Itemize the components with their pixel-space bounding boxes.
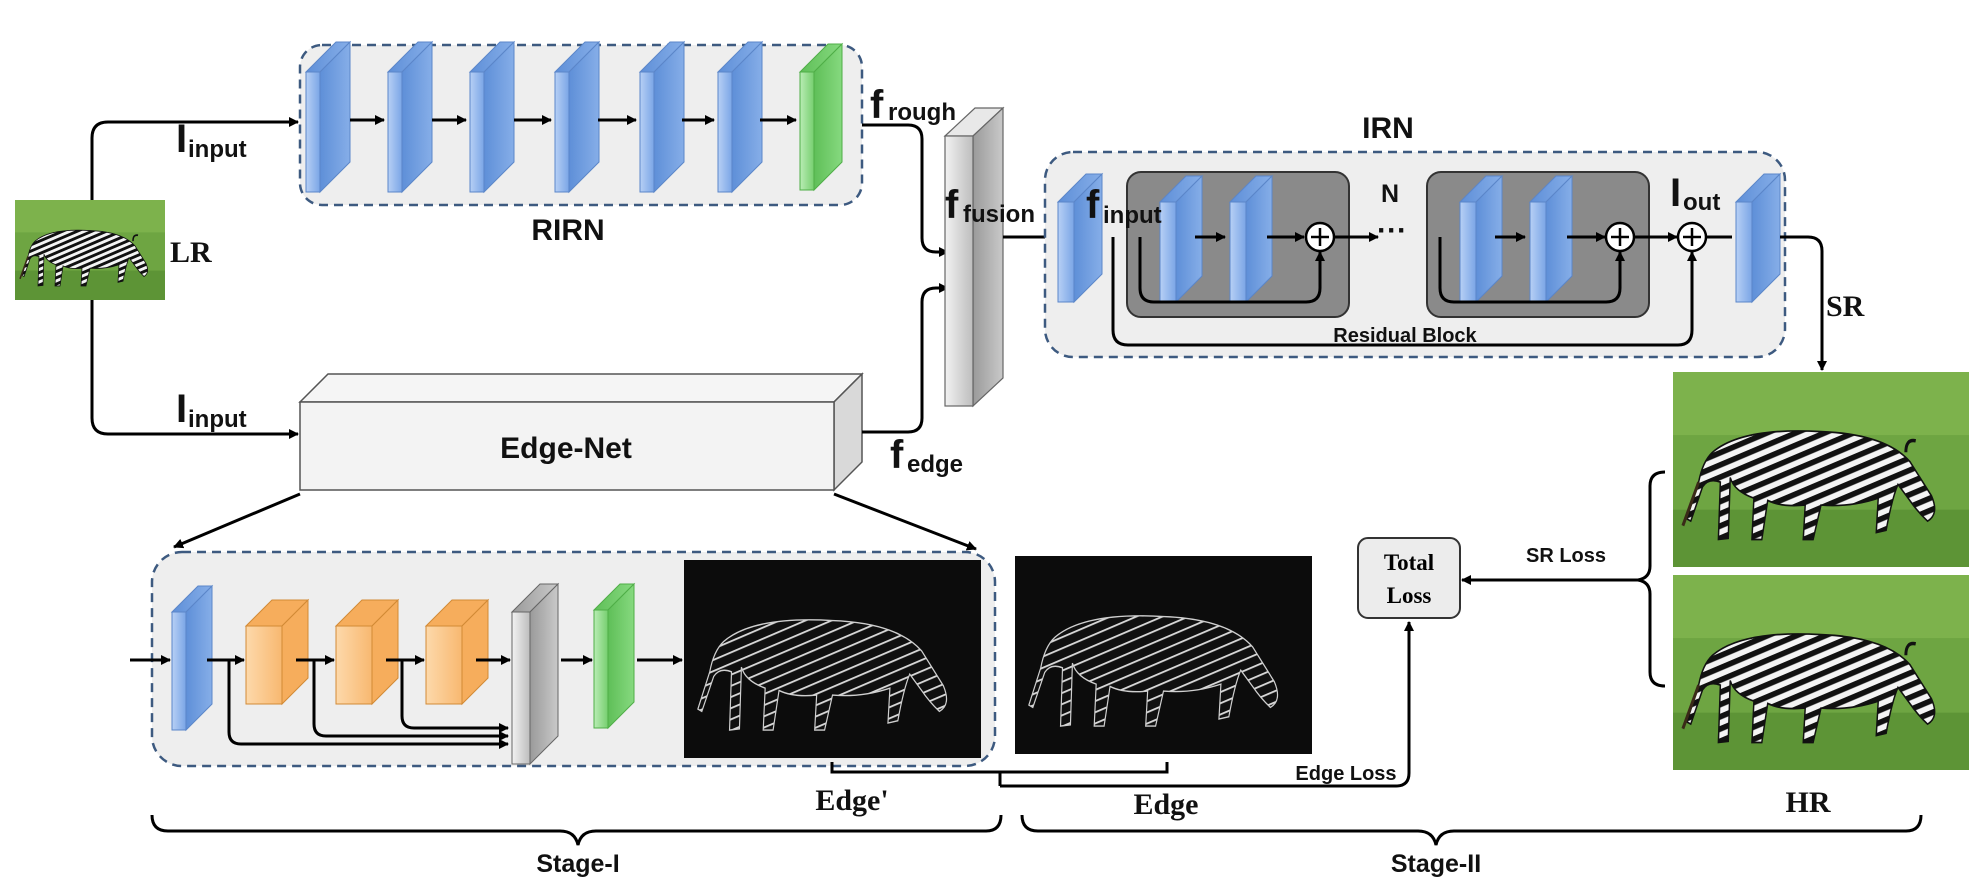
circle-plus-icon — [1604, 221, 1636, 253]
edge-output-conv-block — [592, 582, 636, 730]
f-edge-sub: edge — [907, 451, 963, 478]
hr-image — [1673, 575, 1969, 770]
edge-prime-map — [684, 560, 981, 758]
ellipsis-label: ··· — [1377, 214, 1407, 247]
rirn-conv-block — [468, 40, 516, 194]
edge-dense-block — [244, 598, 310, 706]
f-input-label: f input — [1086, 183, 1162, 229]
rough-to-fusion-arrow — [862, 123, 949, 257]
edge-to-fusion-arrow — [862, 283, 949, 434]
irn-blocks — [1056, 172, 1782, 304]
edge-concat-block — [510, 582, 560, 766]
irn-output-conv-block — [1734, 172, 1782, 304]
rirn-conv-block — [716, 40, 764, 194]
sr-output-arrow — [1780, 235, 1827, 371]
i-out-main: I — [1670, 171, 1681, 215]
circle-plus-icon — [1676, 221, 1708, 253]
irn-conv-block — [1528, 174, 1574, 304]
i-input-bottom-label: I input — [176, 387, 247, 433]
sr-hr-bracket — [1637, 470, 1666, 688]
f-input-sub: input — [1103, 202, 1162, 229]
edge-dense-block — [334, 598, 400, 706]
edgenet-expand-right — [833, 492, 977, 551]
rirn-conv-block — [638, 40, 686, 194]
irn-conv-block — [1228, 174, 1274, 304]
edge-net-block: Edge-Net — [298, 372, 864, 492]
stage-2-brace — [1020, 814, 1923, 846]
total-loss-box: Total Loss — [1357, 537, 1461, 619]
n-label: N — [1381, 180, 1399, 208]
fusion-block — [943, 106, 1005, 408]
f-edge-main: f — [890, 433, 904, 477]
i-input-bottom-main: I — [176, 387, 187, 431]
edge-loss-bracket — [830, 762, 1169, 786]
total-loss-line2: Loss — [1387, 583, 1432, 608]
input-arrow-top — [90, 117, 299, 200]
i-input-bottom-sub: input — [188, 406, 247, 433]
hr-label: HR — [1786, 786, 1831, 819]
rirn-label: RIRN — [531, 214, 604, 247]
irn-connections — [1111, 232, 1732, 347]
irn-conv-block — [1158, 174, 1204, 304]
i-input-top-sub: input — [188, 136, 247, 163]
edge-net-connections — [130, 655, 683, 749]
edgenet-expand-left — [173, 492, 301, 549]
i-out-sub: out — [1683, 189, 1720, 216]
irn-input-conv-block — [1056, 172, 1104, 304]
lr-label: LR — [170, 236, 212, 269]
i-input-top-main: I — [176, 117, 187, 161]
f-edge-label: f edge — [890, 433, 963, 478]
rirn-blocks — [304, 40, 844, 194]
f-rough-main: f — [870, 83, 884, 127]
irn-label: IRN — [1362, 112, 1414, 145]
edge-net-label: Edge-Net — [500, 432, 632, 465]
rirn-conv-block — [304, 40, 352, 194]
rirn-conv-block — [386, 40, 434, 194]
i-input-top-label: I input — [176, 117, 247, 163]
f-fusion-sub: fusion — [963, 201, 1035, 228]
total-loss-line1: Total — [1384, 550, 1434, 575]
stage-2-label: Stage-II — [1391, 850, 1481, 878]
input-arrow-bottom — [90, 300, 299, 439]
f-fusion-label: f fusion — [945, 183, 1035, 228]
stage-1-brace — [150, 814, 1003, 846]
edge-prime-label: Edge' — [815, 784, 888, 817]
lr-image — [15, 200, 165, 300]
residual-block-label: Residual Block — [1333, 325, 1477, 347]
rirn-conv-block — [553, 40, 601, 194]
sr-label: SR — [1826, 290, 1865, 323]
stage-1-label: Stage-I — [536, 850, 619, 878]
irn-conv-block — [1458, 174, 1504, 304]
edge-net-blocks — [170, 582, 636, 766]
f-rough-sub: rough — [888, 99, 956, 126]
sum-nodes — [1304, 221, 1708, 253]
circle-plus-icon — [1304, 221, 1336, 253]
sr-image — [1673, 372, 1969, 567]
f-fusion-main: f — [945, 183, 959, 227]
sr-loss-label: SR Loss — [1526, 545, 1606, 567]
f-input-main: f — [1086, 183, 1100, 227]
rirn-output-block — [798, 42, 844, 192]
edge-map — [1015, 556, 1312, 754]
edge-loss-label: Edge Loss — [1295, 763, 1396, 785]
edge-input-conv-block — [170, 584, 214, 732]
i-out-label: I out — [1670, 171, 1720, 216]
edge-loss-arrow — [1000, 621, 1414, 788]
f-rough-label: f rough — [870, 83, 956, 127]
edge-dense-block — [424, 598, 490, 706]
edge-label: Edge — [1133, 788, 1198, 821]
